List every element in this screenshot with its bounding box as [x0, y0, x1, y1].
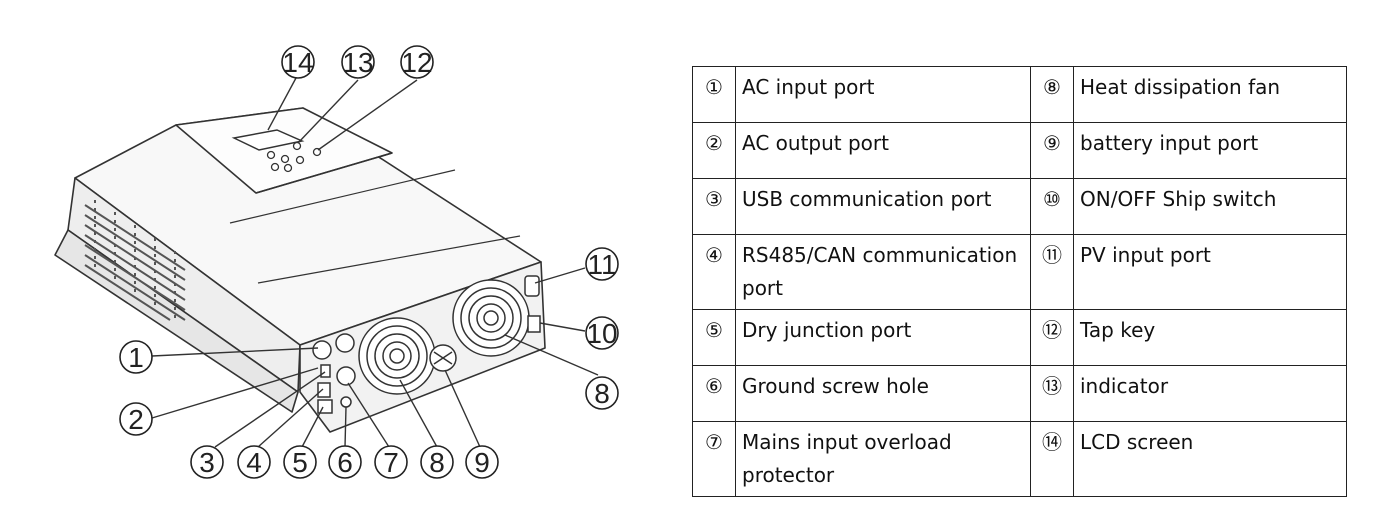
legend-label: Tap key: [1073, 309, 1347, 366]
legend-row: ② AC output port ⑨ battery input port: [692, 122, 1347, 179]
callout-13: 13: [341, 45, 375, 79]
callout-2: 2: [119, 402, 153, 436]
legend-number: ⑬: [1030, 365, 1074, 422]
legend-label: Mains input overload protector: [735, 421, 1031, 497]
legend-label: Ground screw hole: [735, 365, 1031, 422]
svg-text:4: 4: [246, 447, 262, 478]
svg-text:8: 8: [429, 447, 445, 478]
front-ports: [312, 275, 541, 414]
legend-number: ⑩: [1030, 178, 1074, 235]
legend-number: ⑧: [1030, 66, 1074, 123]
legend-label: PV input port: [1073, 234, 1347, 310]
svg-text:6: 6: [337, 447, 353, 478]
callouts: 1 2 3 4 5 6 7 8 9 8 10 11 12 13 14: [119, 45, 619, 479]
pv-input-port: [524, 275, 540, 297]
callout-4: 4: [237, 445, 271, 479]
legend-label: ON/OFF Ship switch: [1073, 178, 1347, 235]
svg-text:2: 2: [128, 404, 144, 435]
svg-text:3: 3: [199, 447, 215, 478]
callout-8-bottom: 8: [420, 445, 454, 479]
svg-text:11: 11: [587, 249, 616, 280]
legend-number: ④: [692, 234, 736, 310]
callout-5: 5: [283, 445, 317, 479]
callout-3: 3: [190, 445, 224, 479]
callout-7: 7: [374, 445, 408, 479]
callout-10: 10: [585, 316, 619, 350]
fan-left: [358, 317, 436, 395]
legend-number: ⑨: [1030, 122, 1074, 179]
svg-text:9: 9: [474, 447, 490, 478]
legend-label: LCD screen: [1073, 421, 1347, 497]
on-off-switch: [527, 315, 541, 333]
legend-row: ⑤ Dry junction port ⑫ Tap key: [692, 309, 1347, 366]
legend-table: ① AC input port ⑧ Heat dissipation fan ②…: [692, 66, 1347, 497]
legend-number: ⑫: [1030, 309, 1074, 366]
callout-1: 1: [119, 340, 153, 374]
callout-9: 9: [465, 445, 499, 479]
svg-text:12: 12: [401, 47, 432, 78]
inverter-diagram: 1 2 3 4 5 6 7 8 9 8 10 11 12 13 14: [54, 45, 619, 479]
svg-text:1: 1: [128, 342, 144, 373]
legend-number: ⑥: [692, 365, 736, 422]
callout-14: 14: [281, 45, 315, 79]
ac-input-port: [312, 340, 332, 360]
svg-text:8: 8: [594, 378, 610, 409]
legend-number: ⑪: [1030, 234, 1074, 310]
callout-8-right: 8: [585, 376, 619, 410]
usb-port: [320, 364, 331, 378]
leader-lines: [151, 77, 599, 448]
svg-text:5: 5: [292, 447, 308, 478]
ground-screw-hole: [340, 396, 352, 408]
svg-text:14: 14: [282, 47, 313, 78]
legend-label: battery input port: [1073, 122, 1347, 179]
legend-row: ① AC input port ⑧ Heat dissipation fan: [692, 66, 1347, 123]
callout-6: 6: [328, 445, 362, 479]
lcd-screen: [231, 129, 305, 151]
legend-number: ⑦: [692, 421, 736, 497]
legend-row: ⑥ Ground screw hole ⑬ indicator: [692, 365, 1347, 422]
legend-label: AC output port: [735, 122, 1031, 179]
overload-protector: [336, 366, 356, 386]
legend-row: ③ USB communication port ⑩ ON/OFF Ship s…: [692, 178, 1347, 235]
legend-label: indicator: [1073, 365, 1347, 422]
callout-11: 11: [585, 247, 619, 281]
svg-text:10: 10: [586, 318, 617, 349]
legend-label: USB communication port: [735, 178, 1031, 235]
fan-right: [452, 279, 530, 357]
svg-text:13: 13: [342, 47, 373, 78]
legend-number: ②: [692, 122, 736, 179]
legend-row: ④ RS485/CAN communication port ⑪ PV inpu…: [692, 234, 1347, 310]
svg-text:7: 7: [383, 447, 399, 478]
vent-grille: [84, 200, 186, 321]
callout-12: 12: [400, 45, 434, 79]
legend-label: Dry junction port: [735, 309, 1031, 366]
panel-buttons: [266, 141, 322, 173]
legend-label: RS485/CAN communication port: [735, 234, 1031, 310]
legend-number: ⑭: [1030, 421, 1074, 497]
ac-output-port: [335, 333, 355, 353]
legend-label: AC input port: [735, 66, 1031, 123]
legend-number: ③: [692, 178, 736, 235]
legend-number: ①: [692, 66, 736, 123]
legend-label: Heat dissipation fan: [1073, 66, 1347, 123]
indicator-light: [292, 141, 302, 151]
legend-row: ⑦ Mains input overload protector ⑭ LCD s…: [692, 421, 1347, 497]
rs485-port: [317, 382, 331, 398]
legend-number: ⑤: [692, 309, 736, 366]
